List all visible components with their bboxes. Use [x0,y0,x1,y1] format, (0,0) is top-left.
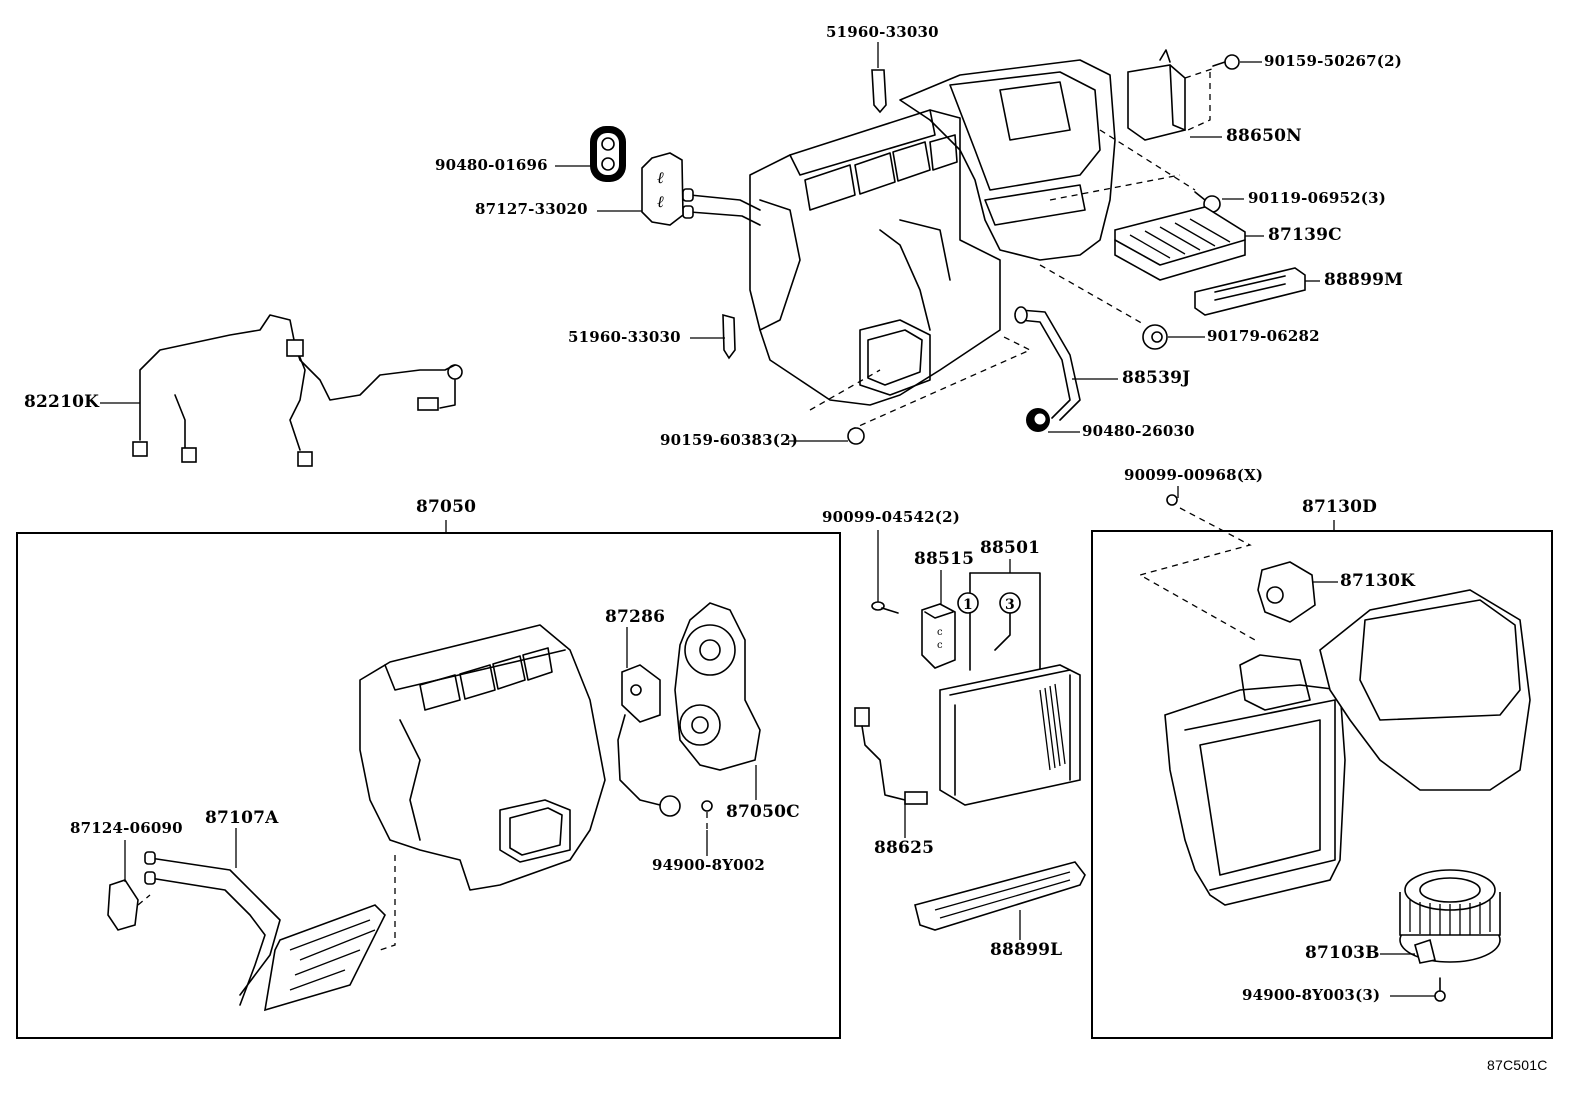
pipe-end [682,188,694,202]
mode-actuator-87286 [617,664,681,817]
label-82210K: 82210K [24,392,100,412]
label-51960-33030-mid: 51960-33030 [568,328,681,346]
blower-case-top [899,59,1116,261]
label-51960-33030-top: 51960-33030 [826,23,939,41]
circle-3-text: 3 [1005,597,1015,613]
label-88899L: 88899L [990,940,1063,960]
circle-1-text: 1 [963,597,973,613]
label-87107A: 87107A [205,808,279,828]
label-87127-33020: 87127-33020 [475,200,588,218]
clip-51960-mid [722,313,736,360]
label-87103B: 87103B [1305,943,1380,963]
screw-94900-8Y002 [701,800,713,830]
label-94900-8Y002: 94900-8Y002 [652,856,766,874]
label-90159-60383: 90159-60383(2) [660,431,799,449]
blower-motor-87050C [674,602,761,771]
screw-90159-60383 [809,334,1032,445]
pipe [689,211,761,226]
label-87124-06090: 87124-06090 [70,819,183,837]
pipe [689,194,761,211]
screw-90159-50267 [1212,54,1240,70]
leader-lines [100,42,1435,997]
label-90480-01696: 90480-01696 [435,156,548,174]
label-88515: 88515 [914,549,975,569]
label-87286: 87286 [605,607,666,627]
diagram-code: 87C501C [1487,1057,1548,1073]
svg-text:c: c [937,640,943,651]
cover-88899L [914,861,1086,931]
label-87050: 87050 [416,497,477,517]
expansion-valve-88515: cc [921,603,956,669]
grommet-90480-01696 [590,126,626,182]
screw-90099-00968 [1138,494,1256,641]
hvac-case-87050 [359,624,606,891]
group-box-87050 [16,532,841,1039]
svg-text:c: c [937,627,943,638]
label-88899M: 88899M [1324,270,1404,290]
wire-harness-82210K [132,314,463,467]
heater-core-87107A [144,851,396,1012]
bolt-90099-04542 [871,601,899,614]
svg-text:ℓ: ℓ [657,168,664,187]
grommet-90179-06282 [1039,264,1168,350]
pipe-end [682,205,694,219]
label-90099-04542: 90099-04542(2) [822,508,961,526]
label-87139C: 87139C [1268,225,1342,245]
label-90179-06282: 90179-06282 [1207,327,1320,345]
screw-90119-06952 [1049,129,1221,213]
blower-fan-87103B [1399,869,1501,964]
sensor-88625 [854,707,928,805]
drain-hose-88539J [1014,306,1081,421]
label-94900-8Y003: 94900-8Y003(3) [1242,986,1381,1004]
label-90159-50267: 90159-50267(2) [1264,52,1403,70]
filter-87139C [1114,206,1246,281]
blower-unit-87130D [1164,589,1531,906]
label-90480-26030: 90480-26030 [1082,422,1195,440]
clip-51960-top [871,69,887,114]
label-88625: 88625 [874,838,935,858]
group-box-87130D [1091,530,1553,1039]
label-87130D: 87130D [1302,497,1378,517]
label-88539J: 88539J [1122,368,1191,388]
cover-88899M [1194,267,1306,316]
label-90119-06952: 90119-06952(3) [1248,189,1387,207]
svg-text:ℓ: ℓ [657,192,664,211]
label-90099-00968: 90099-00968(X) [1124,466,1264,484]
resistor-88650N [1127,49,1216,141]
servo-87130K [1257,561,1316,623]
grommet-90480-26030 [1026,408,1050,432]
evaporator-88501: 1 3 [939,572,1081,806]
label-87130K: 87130K [1340,571,1416,591]
label-88650N: 88650N [1226,126,1302,146]
label-87050C: 87050C [726,802,800,822]
label-88501: 88501 [980,538,1041,558]
plate-87127-33020: ℓ ℓ [641,152,684,226]
